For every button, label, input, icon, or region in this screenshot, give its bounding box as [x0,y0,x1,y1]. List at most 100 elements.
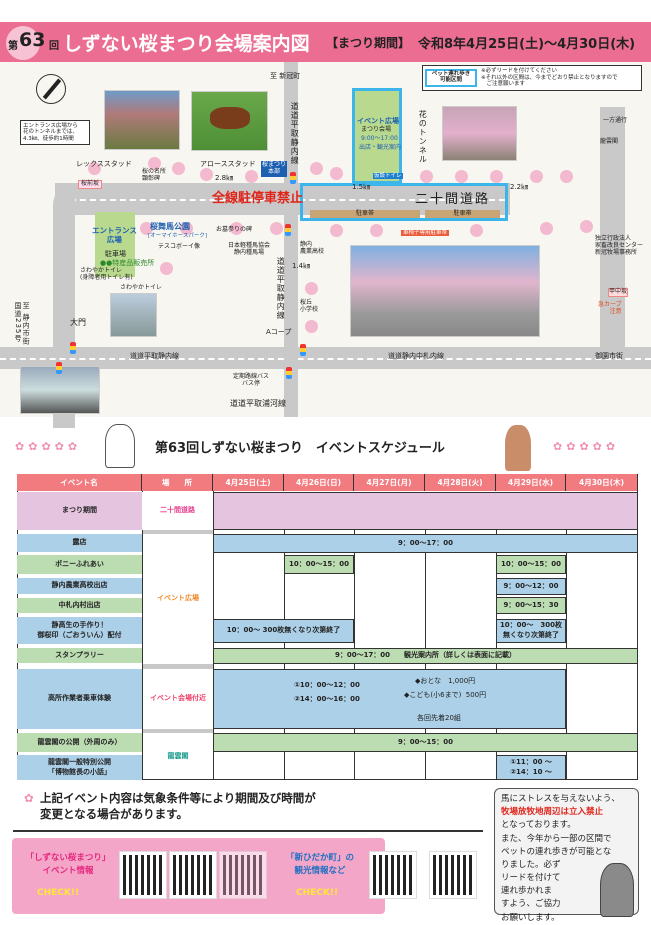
place-event-plaza: イベント広場 [157,594,199,603]
distance-2-2km: 2.2㎞ [510,183,529,191]
parking-strip: 駐車帯 [310,210,420,218]
bubble-text-2: となっております。 また、今年から一部の区間で ペットの連れ歩きが可能とな りま… [501,820,612,923]
event-pony: ポニーふれあい [17,555,142,574]
horse-mascot-icon [105,424,135,468]
header-place: 場 所 [142,474,213,491]
park-sub-label: [オーマイホースパーク] [148,233,208,239]
distance-1-5km: 1.5㎞ [352,183,371,191]
town-qr-code-2[interactable] [429,851,477,899]
entrance-plaza[interactable] [95,212,135,277]
sharp-curve-warning: 急カーブ 注意 [598,301,622,315]
pet-allowed-label: ペット連れ歩き 可能区間 [425,69,477,87]
cell-pony-29: 10：00～15：00 [496,555,566,574]
page-header: 第 63 回 しずない桜まつり会場案内図 【まつり期間】 令和8年4月25日(土… [0,22,651,62]
north-compass-icon [36,74,66,104]
edition-suffix: 回 [49,41,59,52]
period-label: 【まつり期間】 [326,36,411,50]
header-date: 4月28日(火) [425,474,496,491]
event-plaza-title: イベント広場 [357,117,399,125]
cell-pony-26: 10：00～15：00 [284,555,354,574]
cell-stalls: 9：00～17：00 [213,534,638,553]
photo-flower-tunnel [442,106,517,161]
event-nakasatsunai: 中札内村出店 [17,598,142,613]
festival-hq[interactable]: 桜まつり 本部 [261,161,288,177]
event-plaza-hours: 9:00～17:00 [361,135,398,142]
road-hiratori-label-2: 道道平取静内線 [276,257,286,320]
distance-2-8km: 2.8㎞ [215,174,234,182]
road-nakasatsunai-label: 道道静内中札内線 [388,352,444,360]
lift-limit: 各回先着20組 [417,714,461,722]
x-qr-code[interactable] [169,851,217,899]
rex-stud-label: レックススタッド [76,160,132,168]
cell-agri-29: 9：00～12：00 [496,578,566,595]
cell-ryuunkaku-talk: ①11：00 ～ ②14：10 ～ [496,755,566,780]
sakura-dots-left: ✿✿✿✿✿ [15,440,78,453]
place-ryuunkaku: 龍雲閣 [167,751,189,760]
walking-distance-callout: エントランス広場から 花のトンネルまでは、 4.3㎞、徒歩約1時間 [20,120,90,145]
bus-stop-label: 定期路線バス バス停 [233,373,270,387]
header-date: 4月27日(月) [354,474,425,491]
event-stalls: 露店 [17,534,142,552]
road-right-vertical [600,107,625,347]
products-shop-label: ●●特産品販売所 [100,259,155,267]
flower-tunnel-label: 花のトンネル [418,110,428,164]
edition-prefix: 第 [8,41,18,52]
a-coop-label: Aコープ [266,328,292,336]
event-plaza[interactable]: イベント広場 まつり会場 9:00～17:00 出店・観光案内 仮設トイレ [352,88,403,184]
road-hiratori-bottom-label: 道道平取静内線 [130,352,179,360]
header-date: 4月26日(日) [284,474,354,491]
parking-strip: 駐車帯 [425,210,500,218]
event-agri-school: 静内農業高校出店 [17,578,142,594]
to-shizunai-label: 至 静内市街 国道235号 [14,302,31,346]
place-nijukken: 二十間道路 [142,492,213,530]
instagram-qr-code[interactable] [219,851,267,899]
no-parking-warning: 全線駐停車禁止 [212,191,304,206]
event-stamp-rally: スタンプラリー [17,648,142,663]
one-way-label: 一方通行 [603,117,628,124]
town-qr-code-1[interactable] [369,851,417,899]
misono-label: 御園市街 [595,352,623,360]
place-near-venue: イベント会場付近 [150,694,206,703]
photo-horses [191,91,268,151]
sakura-logo-icon [6,26,40,60]
sns-label: 「しずない桜まつり」 イベント情報 [25,853,111,876]
horse-mascot-gray-icon [600,863,634,917]
toilet2-label: さわやかトイレ [120,284,163,291]
wheelchair-parking-label: 車椅子専用駐車帯 [401,230,450,237]
road-urakawa-label: 道道平取浦河線 [230,399,286,408]
no-entry-warning: 牧場放牧地周辺は立入禁止 [501,807,604,818]
road-nijukken-label: 二十間道路 [415,192,491,207]
event-ryuunkaku-outer: 龍雲閣の公開（外周のみ） [17,733,142,752]
pet-note-leash: ※必ずリードを付けてください [481,68,557,74]
cell-ryuunkaku-outer: 9：00～15：00 [213,733,638,752]
cell-aerial-lift: ①10：00～12：00 ②14：00～16：00 ◆おとな 1,000円 ◆こ… [213,669,566,729]
jbba-label: 日本軽種馬協会 静内種馬場 [228,242,271,256]
change-notice: ✿上記イベント内容は気象条件等により期間及び時間が 変更となる場合があります。 [24,790,316,822]
ryuunkaku-label: 龍雲閣 [600,138,619,145]
cell-goin-25-26: 10：00～ 300枚無くなり次第終了 [213,619,354,643]
road-hiratori-label: 道道平取静内線 [290,102,300,165]
gate-label: 大門 [70,318,86,327]
photo-cherry-trees [104,90,180,150]
sns-info-box: 「しずない桜まつり」 イベント情報 CHECK!! 「新ひだか町」の 観光情報な… [12,838,385,914]
temp-toilet-label: 仮設トイレ [373,173,403,180]
facebook-qr-code[interactable] [119,851,167,899]
famous-cherry-monument: 桜の名所 顕彰碑 [142,168,167,182]
event-aerial-lift: 高所作業者乗車体験 [17,669,142,729]
sakura-dots-right: ✿✿✿✿✿ [553,440,616,453]
venue-map: イベント広場 まつり会場 9:00～17:00 出店・観光案内 仮設トイレ 駐車… [0,62,651,428]
cell-festival-period [213,492,638,530]
sakura-icon: ✿ [24,791,34,805]
agri-school-label: 静内 農業高校 [300,241,325,255]
arrow-stud-label: アローススタッド [200,160,256,168]
toilet-label: さわやかトイレ (身障者用トイレ有) [80,267,133,281]
photo-gate [20,366,100,414]
photo-cherry-road [350,245,540,337]
schedule-title: 第63回しずない桜まつり イベントスケジュール [155,441,445,456]
distance-1-4km: 1.4㎞ [292,262,311,270]
photo-toilet [110,293,157,337]
event-plaza-desc: 出店・観光案内 [359,144,402,151]
parking-label: 駐車場 [105,250,126,258]
cell-nakasatsunai-29: 9：00～15：30 [496,597,566,614]
pet-notice: ペット連れ歩き 可能区間 ※必ずリードを付けてください ※それ以外の区間は、今ま… [422,65,642,91]
